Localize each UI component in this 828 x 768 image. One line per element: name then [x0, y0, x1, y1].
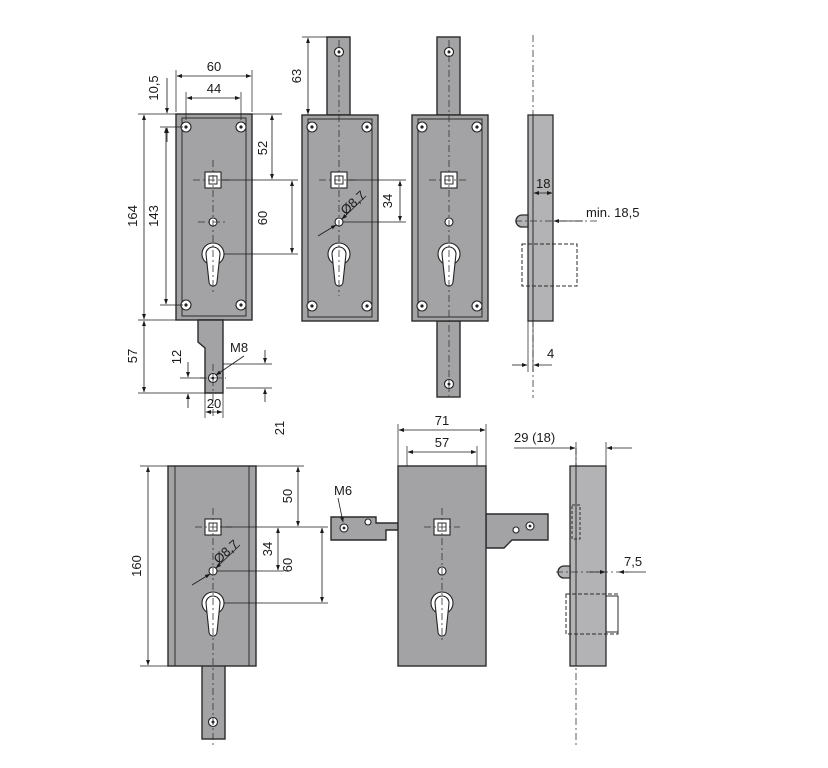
dim-57: 57 [125, 349, 140, 363]
dim-143: 143 [146, 205, 161, 227]
dim-60-width: 60 [207, 59, 221, 74]
dim-60-lower: 60 [280, 558, 295, 572]
dim-164: 164 [125, 205, 140, 227]
label-m8: M8 [230, 340, 248, 355]
dim-50: 50 [280, 489, 295, 503]
view-side-upper [515, 35, 600, 398]
view-4-dimensions: 18 min. 18,5 4 [512, 176, 639, 372]
dim-60-vertical: 60 [255, 211, 270, 225]
dim-20: 20 [207, 396, 221, 411]
dim-57-horizontal: 57 [435, 435, 449, 450]
view-front-lock-3 [411, 36, 489, 398]
dim-160: 160 [129, 555, 144, 577]
dim-34-upper: 34 [380, 194, 395, 208]
view-front-lock-1 [175, 113, 253, 418]
dim-71: 71 [435, 413, 449, 428]
view-1-dimensions: 60 44 10,5 164 143 52 60 57 [125, 59, 298, 435]
dim-21: 21 [272, 421, 287, 435]
dim-4: 4 [547, 346, 554, 361]
dim-29-18: 29 (18) [514, 430, 555, 445]
dim-7-5: 7,5 [624, 554, 642, 569]
dim-10-5: 10,5 [146, 75, 161, 100]
label-min-18-5: min. 18,5 [586, 205, 639, 220]
dim-18: 18 [536, 176, 550, 191]
view-6-dimensions: 71 57 M6 [334, 413, 487, 523]
view-7-dimensions: 29 (18) 7,5 [514, 430, 646, 574]
dim-12: 12 [169, 350, 184, 364]
view-side-lower [556, 448, 628, 748]
dim-44: 44 [207, 81, 221, 96]
label-m6: M6 [334, 483, 352, 498]
view-front-lock-2 [301, 36, 379, 322]
view-lock-with-bar [330, 465, 549, 667]
view-front-lock-lower [167, 465, 257, 745]
dim-34-lower: 34 [260, 542, 275, 556]
dim-63: 63 [289, 69, 304, 83]
dim-52: 52 [255, 141, 270, 155]
